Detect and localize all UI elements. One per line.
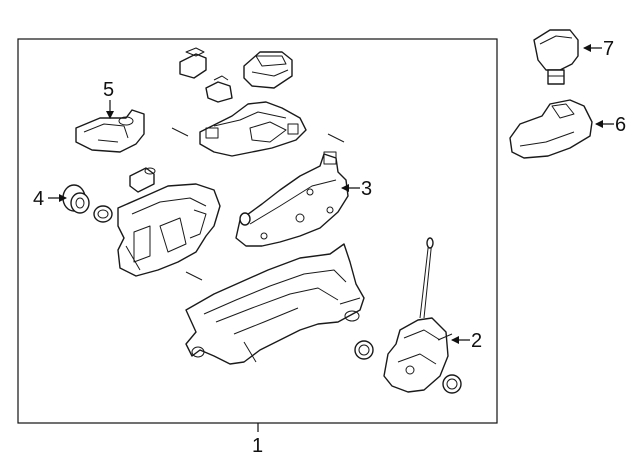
top-connector[interactable] <box>243 51 293 89</box>
o-ring <box>93 205 113 223</box>
pin-left <box>171 127 189 137</box>
callout-5: 5 <box>103 79 114 101</box>
callout-4: 4 <box>33 188 44 210</box>
callout-1: 1 <box>252 435 263 457</box>
top-selector-block[interactable] <box>199 101 307 157</box>
part-3-side-plate[interactable] <box>235 151 349 247</box>
screw[interactable] <box>129 167 156 193</box>
pin-lower <box>185 271 203 281</box>
part-4-bushing[interactable] <box>62 184 90 214</box>
left-housing[interactable] <box>117 183 221 277</box>
part-6-boot[interactable] <box>509 99 593 159</box>
pin-right <box>327 133 345 143</box>
grommet[interactable] <box>354 340 374 360</box>
base-tray[interactable] <box>185 243 365 365</box>
callout-2: 2 <box>471 330 482 352</box>
top-clip-mid[interactable] <box>205 75 233 103</box>
callout-3: 3 <box>361 178 372 200</box>
part-7-shift-knob[interactable] <box>533 29 579 85</box>
callout-7: 7 <box>603 38 614 60</box>
lever-ring <box>442 374 462 394</box>
callout-6: 6 <box>615 114 626 136</box>
top-clip-small[interactable] <box>179 47 207 79</box>
part-2-shift-lever[interactable] <box>383 237 453 393</box>
part-5-bracket[interactable] <box>75 109 145 153</box>
